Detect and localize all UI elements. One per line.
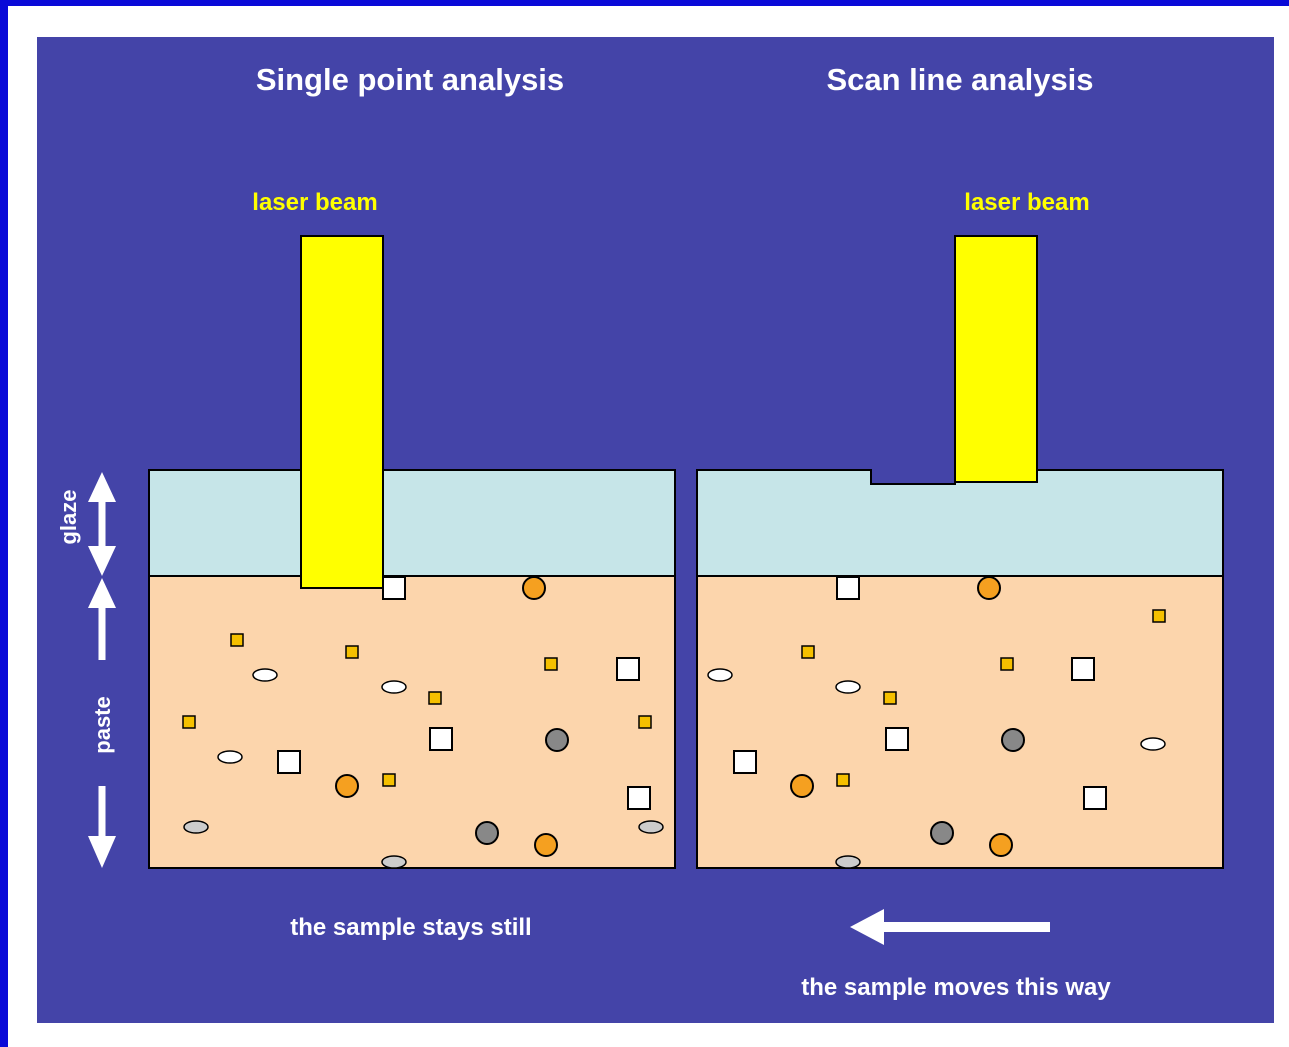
white-square-inclusion [733,750,757,774]
right-laser-beam [954,235,1038,483]
white-oval-inclusion [835,680,861,694]
gold-square-inclusion [801,645,815,659]
left-laser-beam [300,235,384,589]
left-laser-beam-label: laser beam [252,189,377,216]
white-square-inclusion [1071,657,1095,681]
gray-circle-inclusion [545,728,569,752]
orange-circle-inclusion [335,774,359,798]
white-oval-inclusion [252,668,278,682]
right-laser-beam-label: laser beam [964,189,1089,216]
white-oval-inclusion [217,750,243,764]
white-square-inclusion [616,657,640,681]
gold-square-inclusion [638,715,652,729]
right-glaze-layer [696,469,1224,577]
gold-square-inclusion [1000,657,1014,671]
left-paste-layer [148,575,676,869]
gold-square-inclusion [345,645,359,659]
white-oval-inclusion [707,668,733,682]
movement-arrow [850,909,1050,945]
orange-circle-inclusion [977,576,1001,600]
gold-square-inclusion [382,773,396,787]
gold-square-inclusion [428,691,442,705]
gold-square-inclusion [182,715,196,729]
single-point-title: Single point analysis [256,62,564,97]
gray-oval-inclusion [381,855,407,869]
white-square-inclusion [429,727,453,751]
white-square-inclusion [1083,786,1107,810]
gray-oval-inclusion [183,820,209,834]
gold-square-inclusion [836,773,850,787]
right-inclusions [707,576,1166,869]
white-square-inclusion [382,576,406,600]
sample-moves-caption: the sample moves this way [801,974,1111,1001]
orange-circle-inclusion [989,833,1013,857]
white-square-inclusion [836,576,860,600]
orange-circle-inclusion [522,576,546,600]
paste-double-arrow [88,578,116,868]
white-oval-inclusion [381,680,407,694]
glaze-label: glaze [56,489,81,544]
white-square-inclusion [885,727,909,751]
right-paste-layer [696,575,1224,869]
right-sample [696,235,1224,869]
white-square-inclusion [627,786,651,810]
left-sample [148,235,676,869]
gold-square-inclusion [230,633,244,647]
gold-square-inclusion [544,657,558,671]
gray-oval-inclusion [638,820,664,834]
orange-circle-inclusion [534,833,558,857]
gold-square-inclusion [1152,609,1166,623]
paste-label: paste [90,696,115,753]
gold-square-inclusion [883,691,897,705]
gray-circle-inclusion [475,821,499,845]
glaze-double-arrow [88,472,116,576]
sample-stays-still-caption: the sample stays still [290,914,531,941]
white-oval-inclusion [1140,737,1166,751]
gray-circle-inclusion [1001,728,1025,752]
white-square-inclusion [277,750,301,774]
left-glaze-layer [148,469,676,577]
orange-circle-inclusion [790,774,814,798]
gray-circle-inclusion [930,821,954,845]
gray-oval-inclusion [835,855,861,869]
left-inclusions [182,576,664,869]
scan-line-title: Scan line analysis [826,62,1093,97]
